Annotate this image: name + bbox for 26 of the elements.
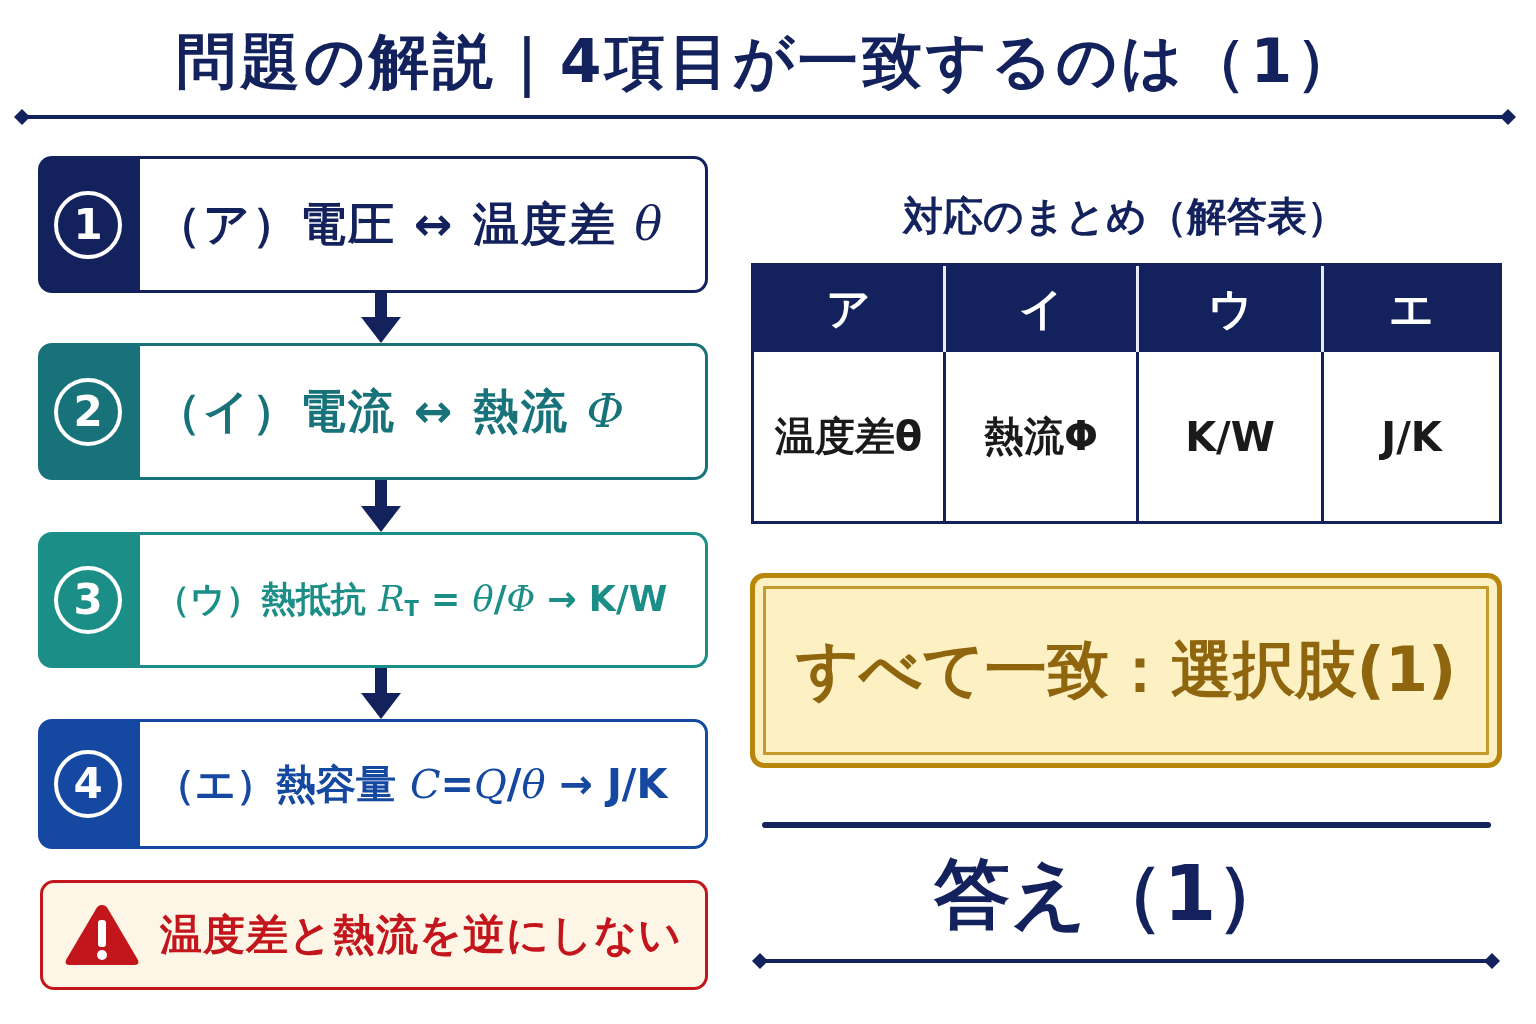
step-number: 2 (54, 377, 122, 446)
step-box (38, 719, 708, 849)
arrow (361, 480, 401, 532)
table-header-cell: ウ (1136, 266, 1321, 352)
step-number: 4 (54, 750, 122, 818)
step-text: （イ）電流 ↔ 熱流 Φ (155, 383, 627, 440)
step-number: 3 (54, 566, 122, 634)
title: 問題の解説｜4項目が一致するのは（1） (175, 25, 1361, 97)
step-text: （ウ）熱抵抗 R$_{T}$ = θ/Φ → K/W (155, 577, 668, 623)
answer-text: 答え（1） (933, 848, 1293, 940)
step-box (38, 156, 708, 293)
step-box (38, 343, 708, 480)
arrow (361, 293, 401, 343)
result-text: すべて一致：選択肢(1) (795, 633, 1457, 708)
step-text: （エ）熱容量 C=Q/θ → J/K (155, 760, 668, 808)
warning-box (40, 880, 708, 990)
step-text: （ア）電圧 ↔ 温度差 θ (155, 196, 665, 253)
table-heading: 対応のまとめ（解答表） (903, 192, 1347, 240)
table-header-cell: エ (1321, 266, 1499, 352)
table-header-cell: ア (754, 266, 943, 352)
table-header-cell: イ (943, 266, 1136, 352)
result-box (750, 573, 1502, 768)
warning-text: 温度差と熱流を逆にしない (160, 909, 682, 961)
step-box (38, 532, 708, 668)
step-number: 1 (54, 190, 122, 259)
arrow (361, 668, 401, 719)
